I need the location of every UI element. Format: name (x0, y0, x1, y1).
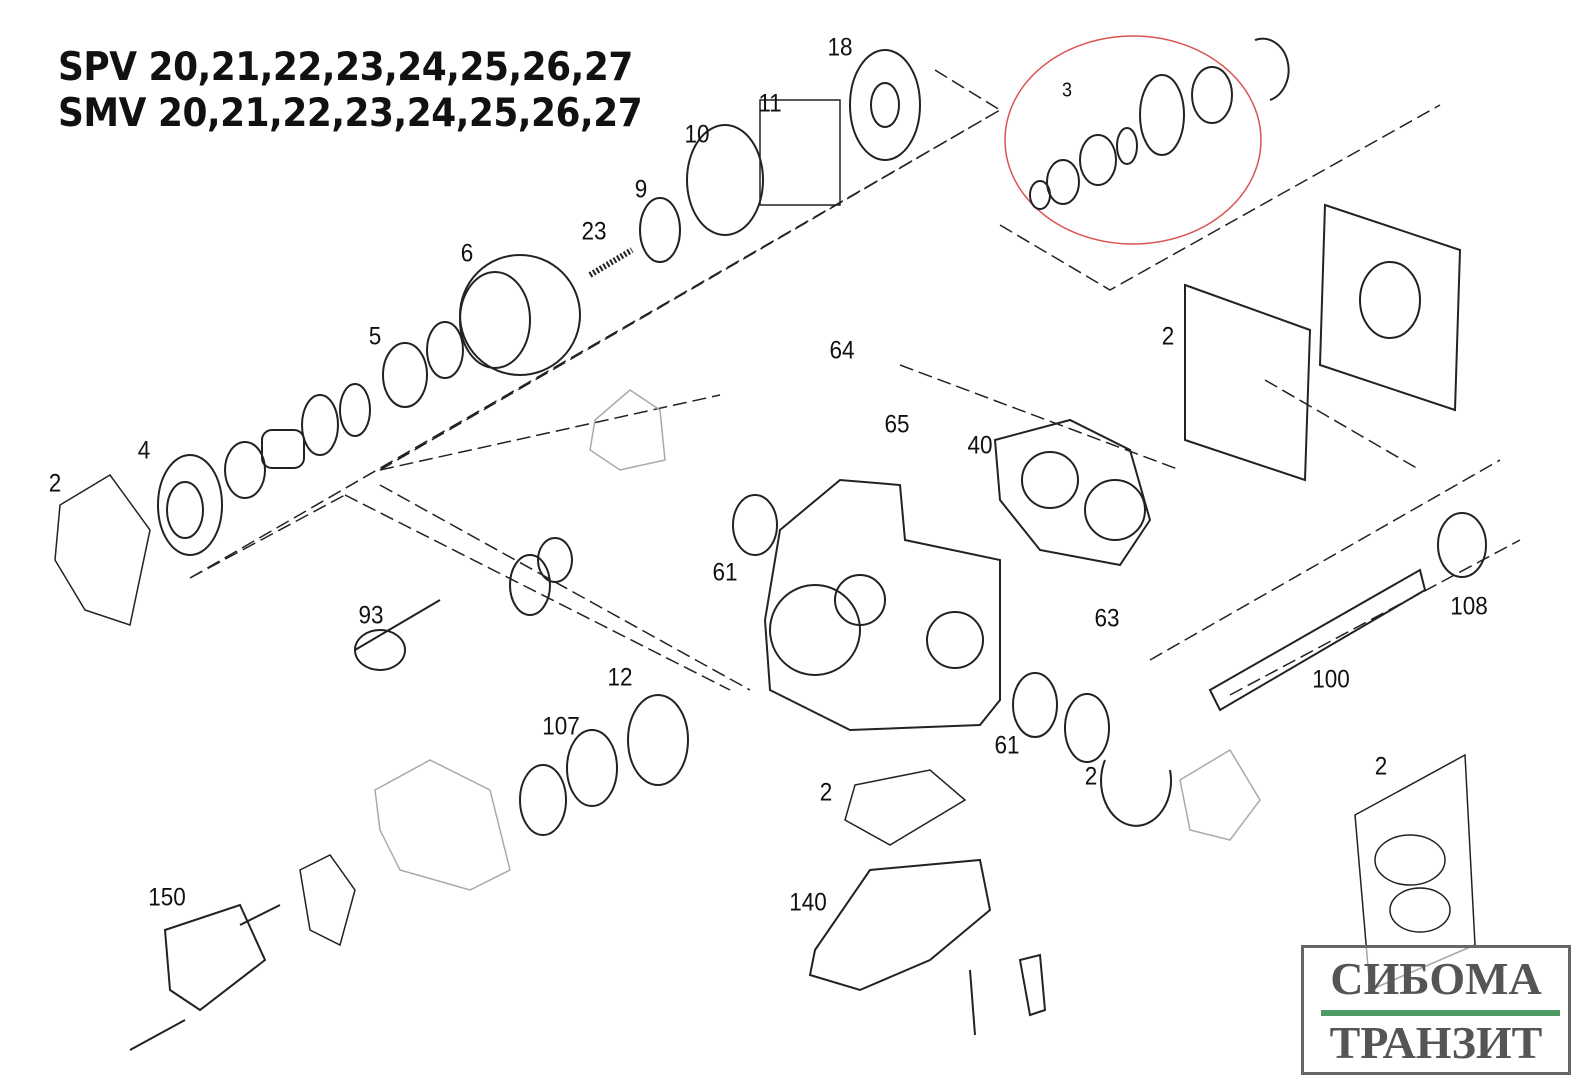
model-list-smv: SMV 20,21,22,23,24,25,26,27 (58, 91, 643, 136)
part-label: 2 (819, 778, 833, 807)
faded-parts (374, 389, 1261, 891)
part-label: 18 (827, 33, 853, 62)
part-label: 11 (758, 89, 782, 118)
part-label: 100 (1312, 665, 1350, 694)
part-label: 3 (1061, 79, 1073, 102)
part-label: 2 (1374, 752, 1388, 781)
part-label: 10 (684, 120, 710, 149)
control-140 (808, 858, 1047, 1036)
part-label: 9 (634, 175, 648, 204)
part-label: 64 (829, 336, 855, 365)
highlight-circle (1004, 35, 1262, 245)
part-label: 61 (712, 558, 738, 587)
pump-housing (354, 203, 1487, 846)
model-list-spv: SPV 20,21,22,23,24,25,26,27 (58, 45, 633, 90)
shaft-seal-kit (1029, 37, 1290, 210)
assembly-axis-lines (189, 69, 1521, 696)
part-label: 12 (607, 663, 633, 692)
logo-line-1: СИБОМА (1330, 953, 1542, 1004)
logo-line-2: ТРАНЗИТ (1329, 1017, 1543, 1068)
company-logo: СИБОМА ТРАНЗИТ (1301, 945, 1571, 1075)
gear-pump-150 (129, 854, 356, 1051)
logo-divider (1321, 1010, 1560, 1016)
part-label: 63 (1094, 604, 1120, 633)
part-label: 4 (137, 436, 151, 465)
part-label: 93 (358, 601, 384, 630)
part-label: 108 (1450, 592, 1488, 621)
part-label: 2 (1161, 322, 1175, 351)
part-label: 140 (789, 888, 827, 917)
rotating-group-parts (54, 49, 921, 626)
part-label: 2 (48, 469, 62, 498)
part-label: 6 (460, 239, 474, 268)
part-label: 2 (1084, 762, 1098, 791)
part-label: 61 (994, 731, 1020, 760)
part-label: 65 (884, 410, 910, 439)
part-label: 5 (368, 322, 382, 351)
part-label: 23 (581, 217, 607, 246)
part-label: 107 (542, 712, 580, 741)
part-label: 40 (967, 431, 993, 460)
part-label: 150 (148, 883, 186, 912)
